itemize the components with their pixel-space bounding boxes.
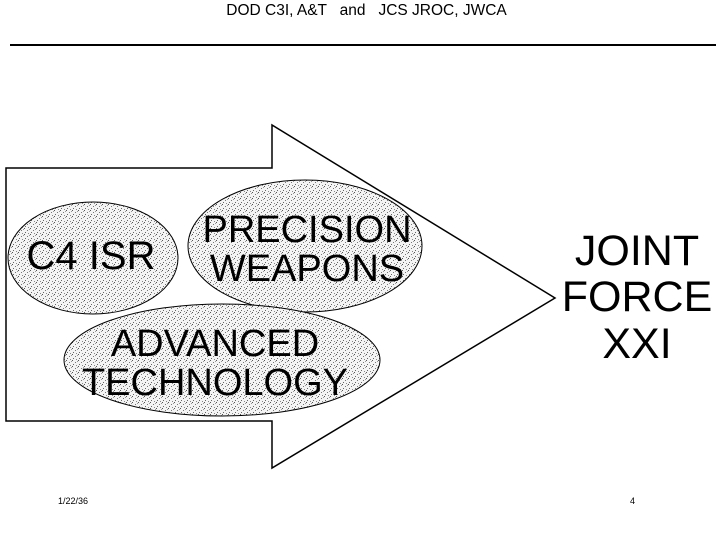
advanced-line: ADVANCED (110, 323, 320, 365)
precision-weapons-label: PRECISION WEAPONS (196, 211, 418, 289)
force-line: FORCE (561, 273, 713, 322)
technology-line: TECHNOLOGY (81, 361, 349, 404)
page-number: 4 (630, 496, 636, 506)
oval-advanced-technology (63, 303, 381, 417)
footer-date: 1/22/36 (58, 496, 89, 506)
weapons-line: WEAPONS (209, 247, 405, 290)
slide-header: DOD C3I, A&T and JCS JROC, JWCA (226, 2, 507, 19)
joint-line: JOINT (574, 227, 700, 275)
c4isr-label-text: C4 ISR (26, 234, 156, 278)
header-rule (10, 44, 716, 46)
xxi-line: XXI (602, 319, 672, 368)
joint-force-label: JOINT FORCE XXI (556, 227, 718, 368)
oval-c4isr (7, 201, 179, 315)
advanced-technology-label: ADVANCED TECHNOLOGY (70, 325, 360, 403)
precision-line: PRECISION (202, 209, 412, 251)
c4isr-label: C4 ISR (18, 236, 164, 277)
